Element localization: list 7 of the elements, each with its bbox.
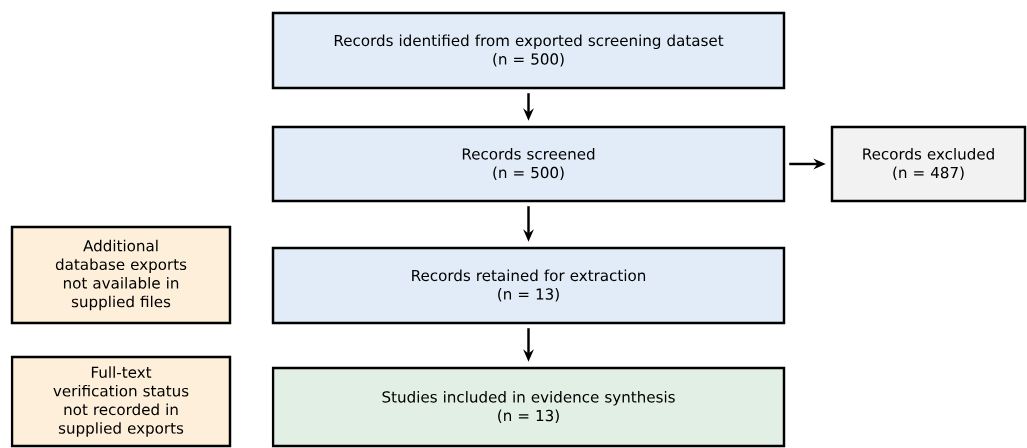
note-box: Full-text verification status not recorded in supplied exports: [10, 355, 232, 448]
process-box: Records retained for extraction (n = 13): [271, 246, 786, 325]
process-box: Records screened (n = 500): [271, 125, 786, 203]
process-box: Records identified from exported screening dataset (n = 500): [271, 11, 786, 90]
process-box: Records excluded (n = 487): [830, 125, 1027, 203]
note-box: Additional database exports not available in supplied files: [10, 225, 232, 325]
process-box: Studies included in evidence synthesis (n = 13): [271, 366, 786, 448]
